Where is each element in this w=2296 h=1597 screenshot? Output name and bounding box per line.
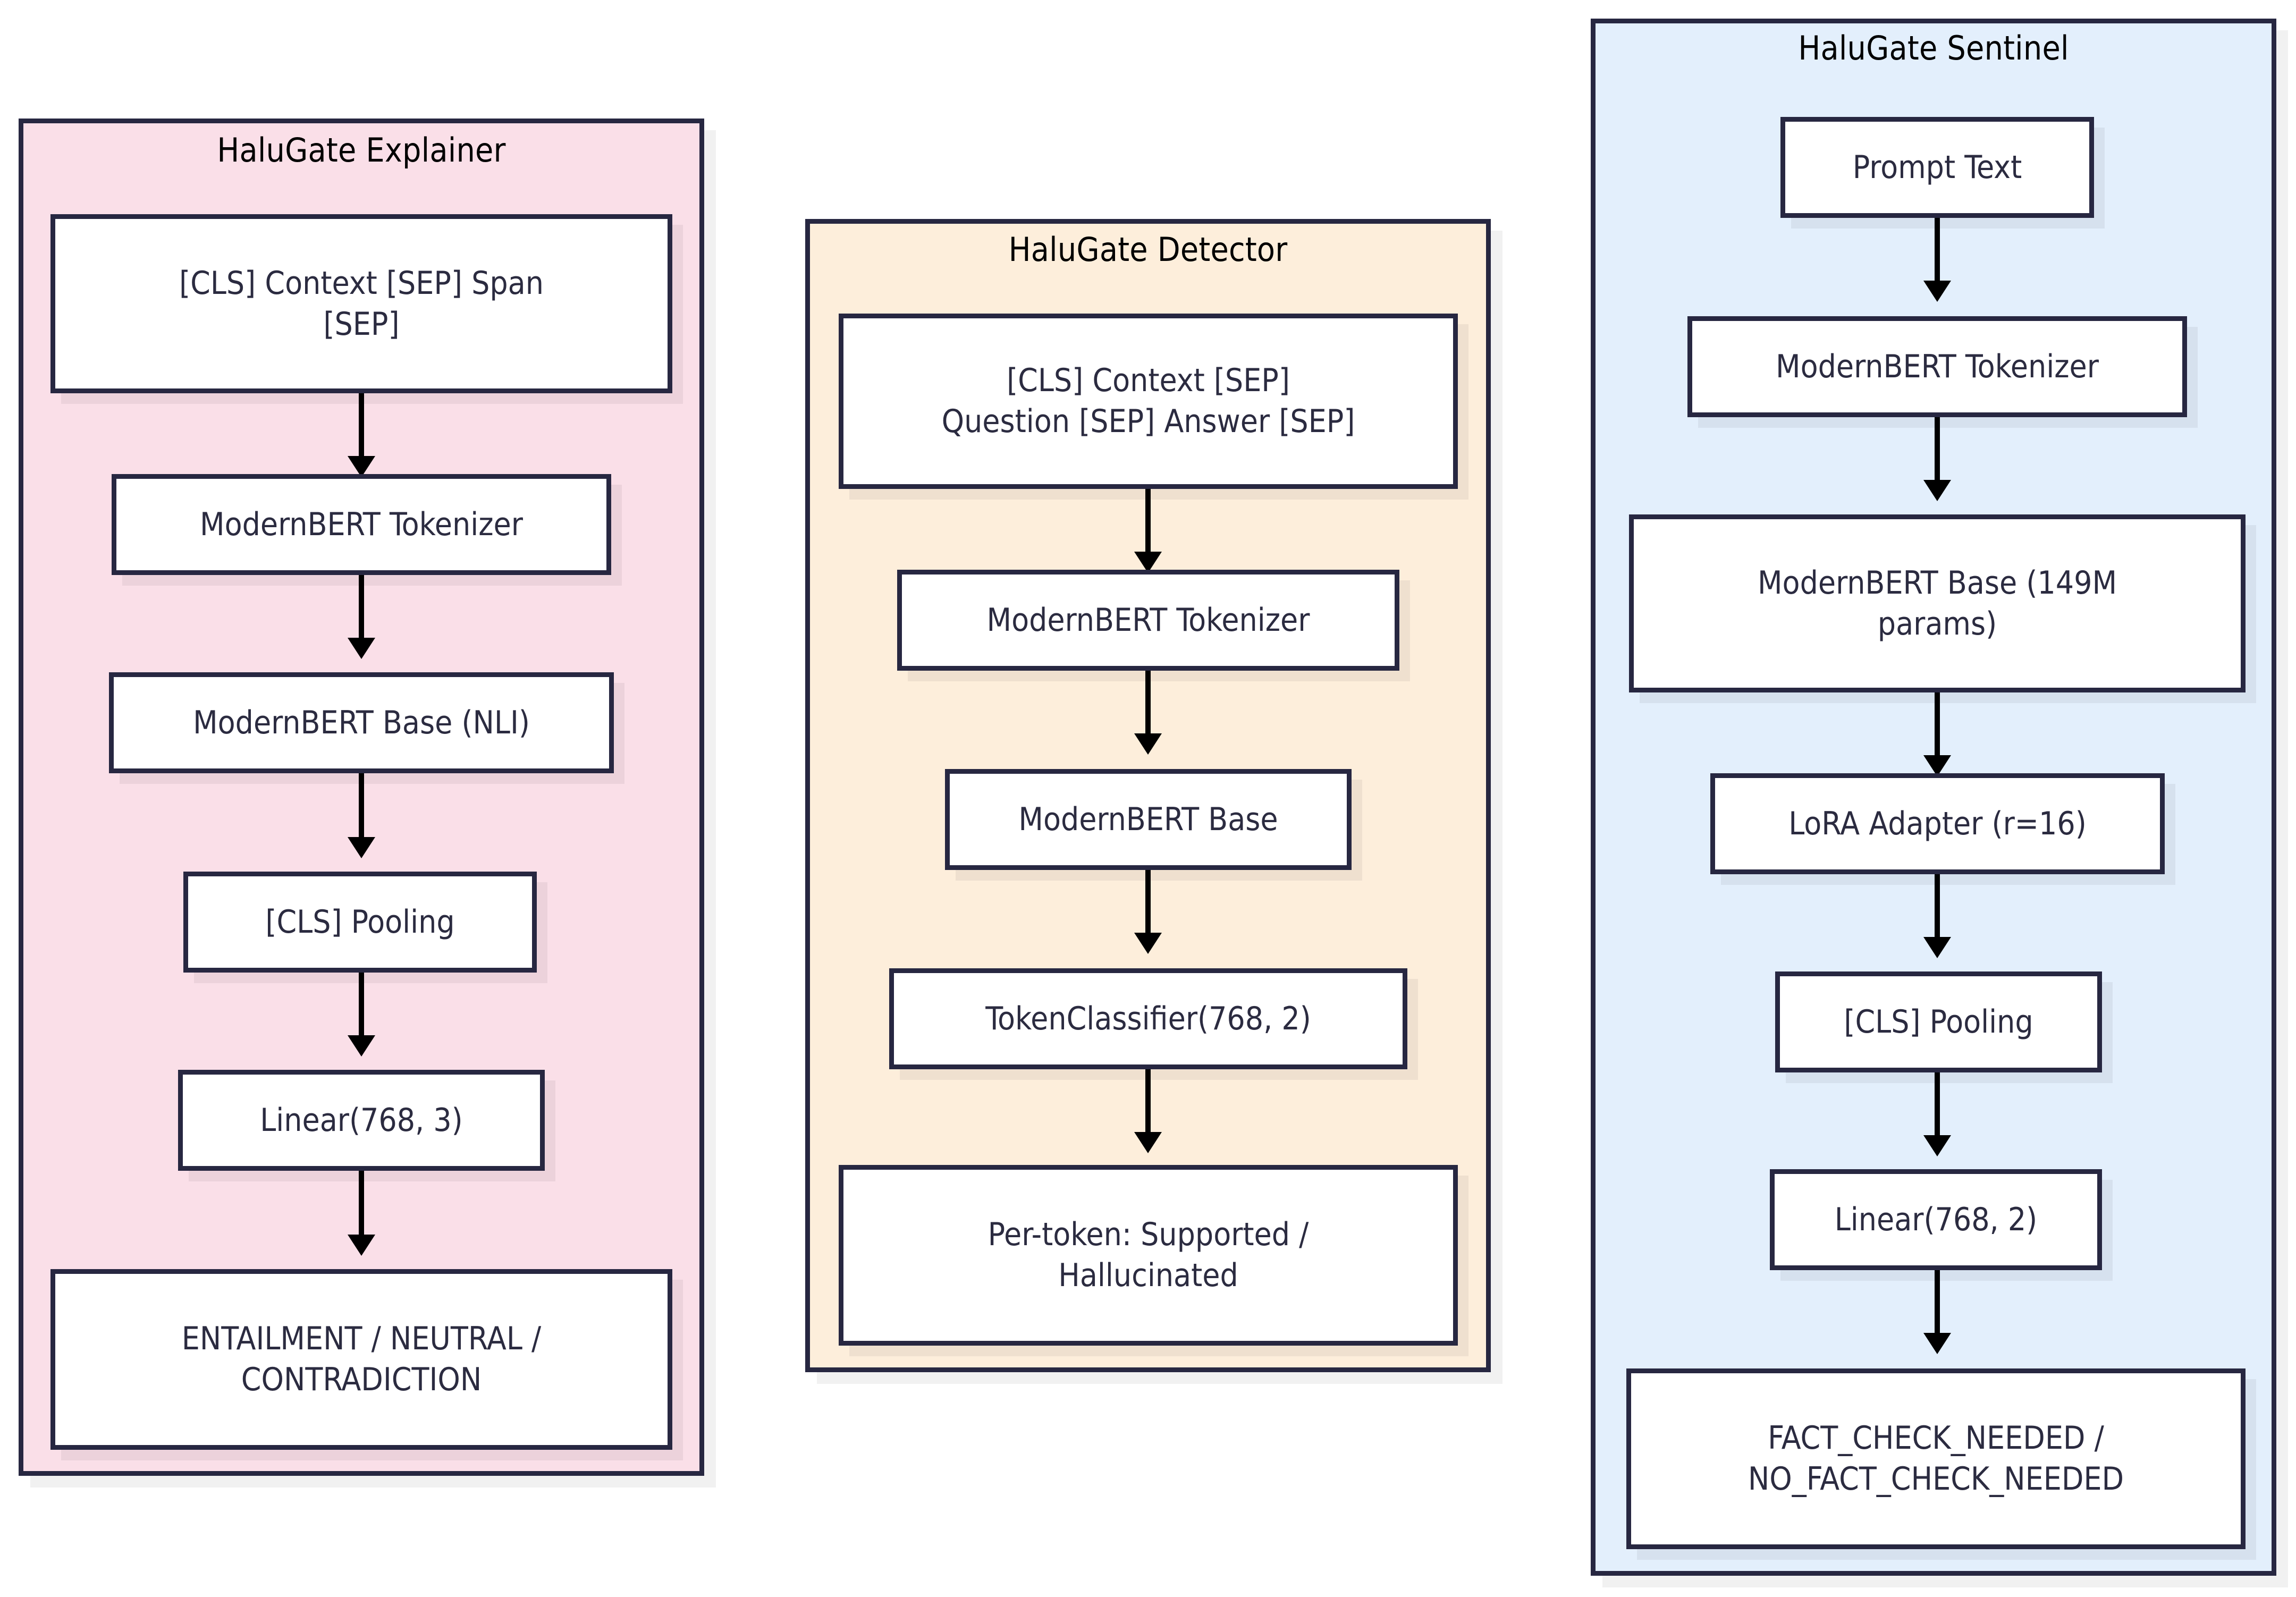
node-explainer-tokenizer: ModernBERT Tokenizer <box>112 474 611 575</box>
node-detector-input: [CLS] Context [SEP] Question [SEP] Answe… <box>839 314 1458 489</box>
node-sentinel-tokenizer: ModernBERT Tokenizer <box>1687 316 2187 417</box>
node-detector-base: ModernBERT Base <box>945 769 1352 870</box>
node-label: FACT_CHECK_NEEDED / NO_FACT_CHECK_NEEDED <box>1748 1419 2124 1498</box>
node-sentinel-linear: Linear(768, 2) <box>1770 1169 2102 1270</box>
node-sentinel-lora: LoRA Adapter (r=16) <box>1710 773 2165 874</box>
node-sentinel-pooling: [CLS] Pooling <box>1775 971 2102 1072</box>
node-label: ModernBERT Base (NLI) <box>193 704 530 741</box>
node-label: ModernBERT Tokenizer <box>1776 348 2099 385</box>
node-explainer-base: ModernBERT Base (NLI) <box>109 672 614 773</box>
node-label: ModernBERT Tokenizer <box>986 601 1310 639</box>
node-label: Per-token: Supported / Hallucinated <box>987 1216 1309 1294</box>
node-label: [CLS] Context [SEP] Span [SEP] <box>179 264 544 343</box>
node-label: TokenClassifier(768, 2) <box>985 1000 1311 1037</box>
node-label: ModernBERT Base <box>1018 800 1278 838</box>
node-label: ENTAILMENT / NEUTRAL / CONTRADICTION <box>181 1320 542 1398</box>
node-detector-output: Per-token: Supported / Hallucinated <box>839 1165 1458 1346</box>
node-label: Linear(768, 2) <box>1834 1201 2038 1238</box>
node-label: [CLS] Pooling <box>1844 1003 2033 1041</box>
node-explainer-input: [CLS] Context [SEP] Span [SEP] <box>50 214 672 393</box>
node-label: ModernBERT Tokenizer <box>200 505 523 543</box>
node-sentinel-output: FACT_CHECK_NEEDED / NO_FACT_CHECK_NEEDED <box>1626 1368 2246 1549</box>
node-detector-tokenizer: ModernBERT Tokenizer <box>897 570 1399 671</box>
panel-title-detector: HaluGate Detector <box>1008 230 1288 269</box>
node-explainer-linear: Linear(768, 3) <box>178 1070 545 1171</box>
node-label: [CLS] Context [SEP] Question [SEP] Answe… <box>941 362 1355 440</box>
node-label: LoRA Adapter (r=16) <box>1788 805 2087 842</box>
node-explainer-pooling: [CLS] Pooling <box>183 872 537 973</box>
node-sentinel-base: ModernBERT Base (149M params) <box>1629 514 2246 692</box>
node-label: Prompt Text <box>1852 148 2022 186</box>
node-label: [CLS] Pooling <box>265 903 455 941</box>
node-detector-tokenclassifier: TokenClassifier(768, 2) <box>889 968 1407 1069</box>
node-label: ModernBERT Base (149M params) <box>1757 564 2117 643</box>
node-sentinel-prompt: Prompt Text <box>1780 117 2094 218</box>
panel-title-explainer: HaluGate Explainer <box>217 131 506 170</box>
node-explainer-output: ENTAILMENT / NEUTRAL / CONTRADICTION <box>50 1269 672 1450</box>
panel-title-sentinel: HaluGate Sentinel <box>1798 29 2069 67</box>
node-label: Linear(768, 3) <box>260 1101 463 1139</box>
